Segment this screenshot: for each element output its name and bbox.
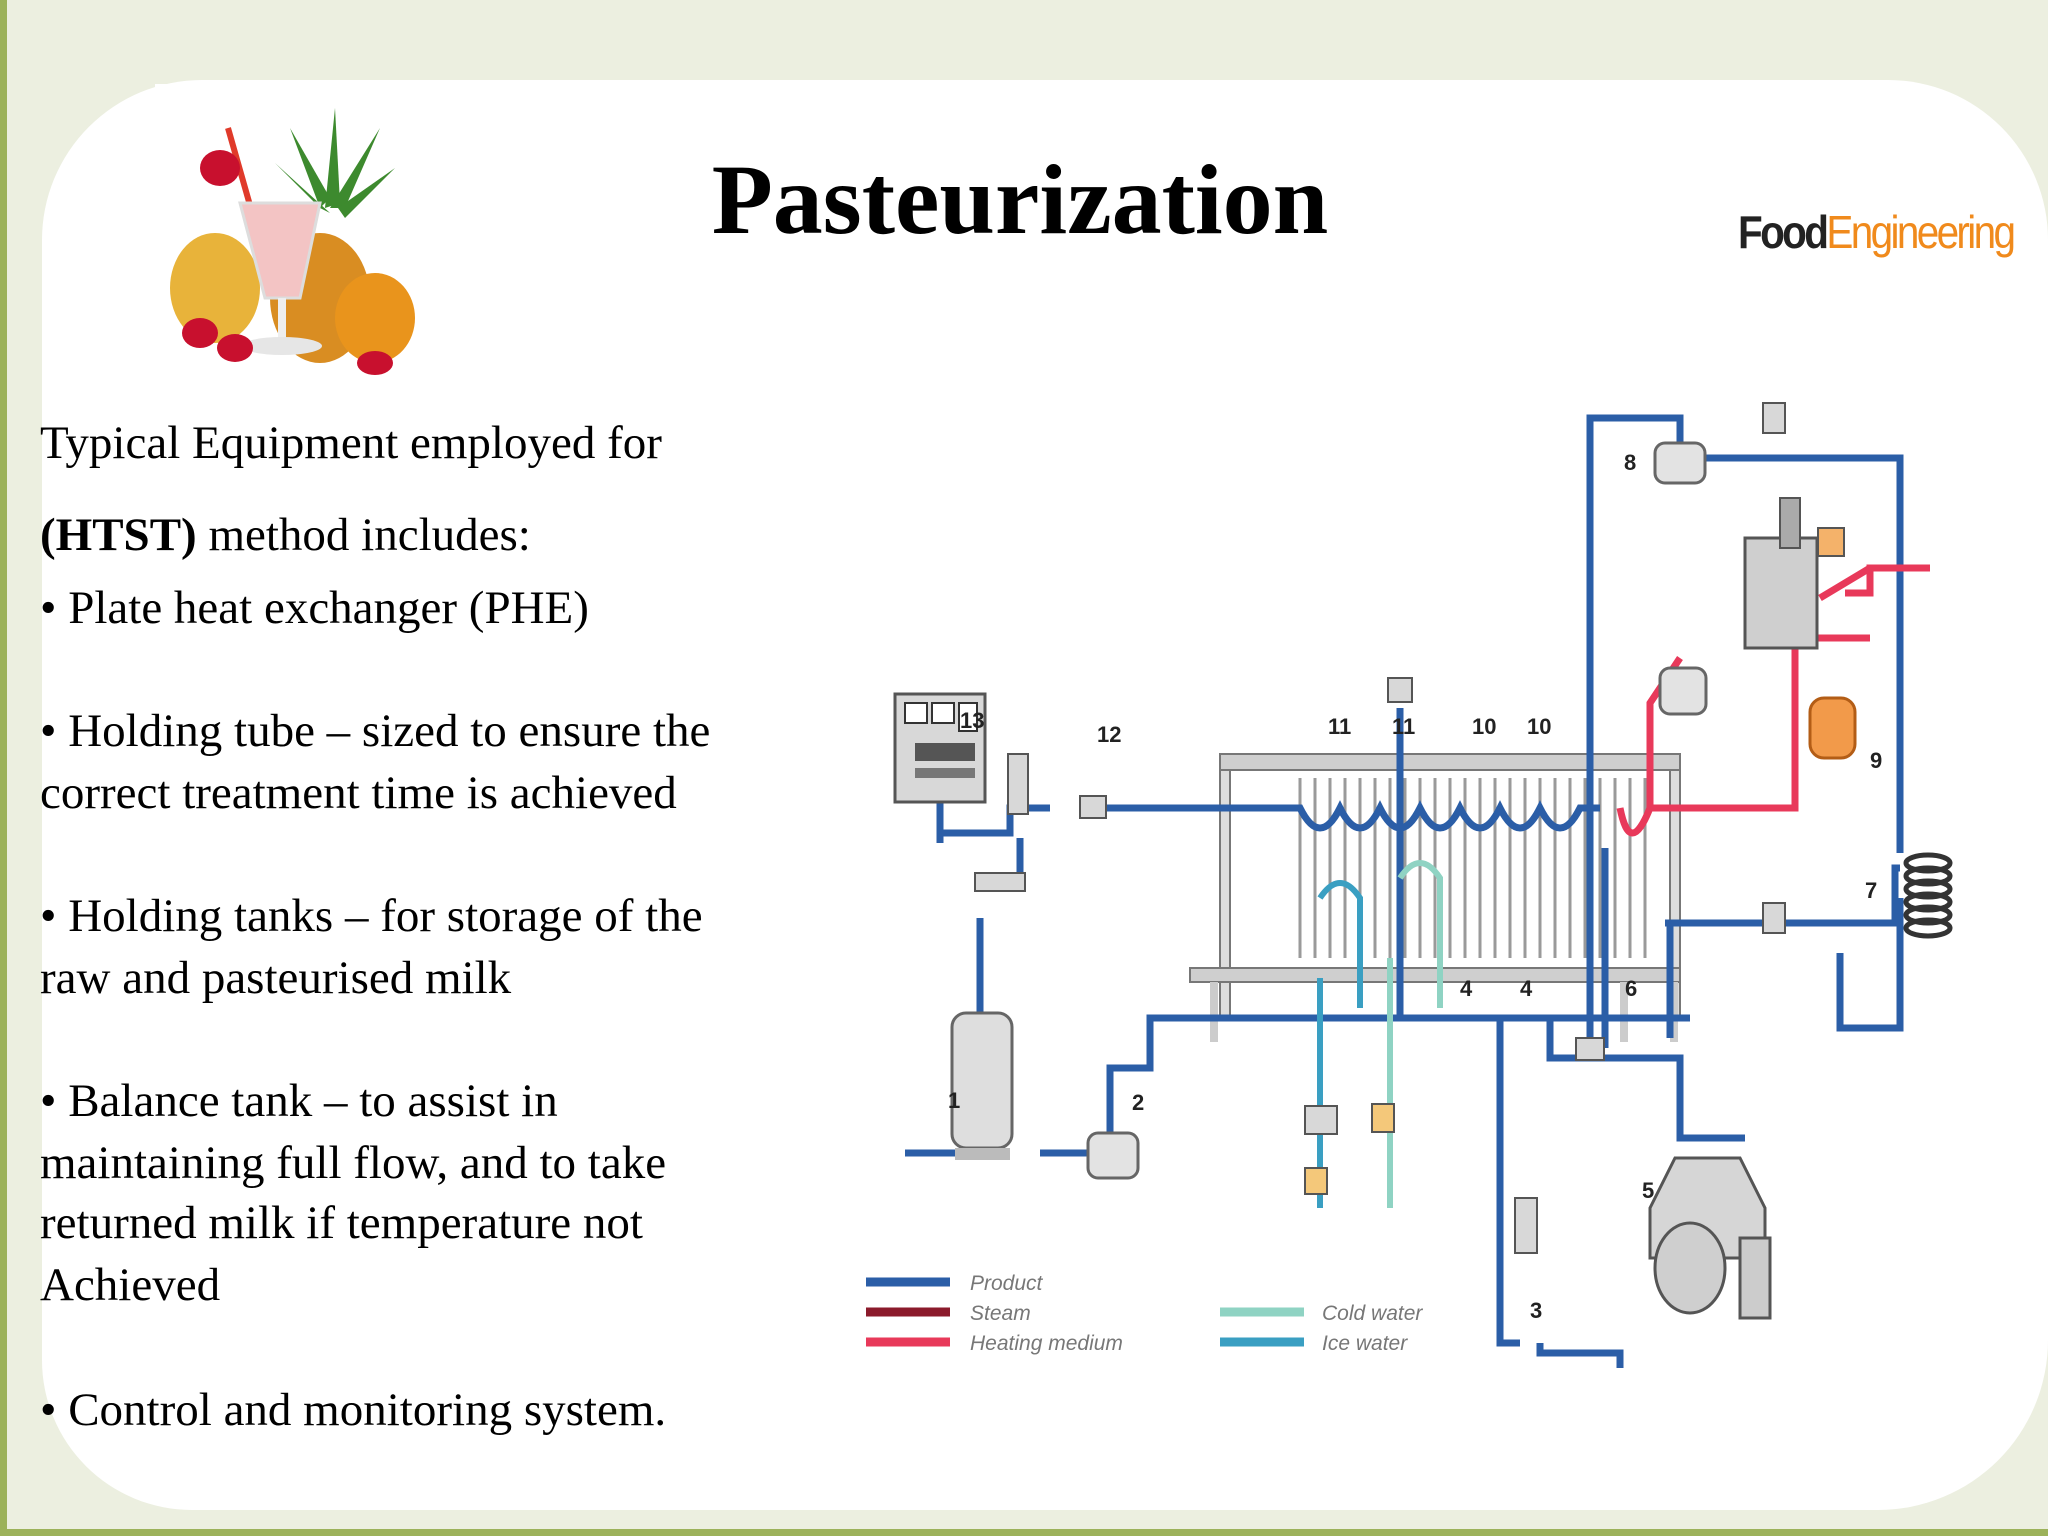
water-lines: [1317, 860, 1443, 1208]
separator-5: [1648, 1156, 1772, 1320]
control-panel-13: [893, 692, 987, 804]
bullet-holding-tube: • Holding tube – sized to ensure the: [40, 705, 711, 757]
legend-ice-water: Ice water: [1322, 1332, 1408, 1355]
label-9: 9: [1870, 748, 1882, 773]
intro-line-2-rest: method includes:: [196, 509, 531, 561]
label-10b: 10: [1527, 714, 1551, 739]
label-10a: 10: [1472, 714, 1496, 739]
logo-text-engineering: Engineering: [1826, 206, 2016, 258]
fruit-smoothie-image: [170, 108, 415, 375]
bullet-phe: • Plate heat exchanger (PHE): [40, 582, 589, 634]
label-3: 3: [1530, 1298, 1542, 1323]
bullet-holding-tanks-cont: raw and pasteurised milk: [40, 952, 512, 1004]
bullet-balance-tank-cont-3: Achieved: [40, 1259, 221, 1311]
food-engineering-logo: FoodEngineering: [1738, 205, 2016, 259]
bullet-balance-tank-cont-2: returned milk if temperature not: [40, 1197, 643, 1249]
legend-steam: Steam: [970, 1302, 1031, 1325]
logo-text-food: Food: [1738, 206, 1829, 258]
pump-2: [1086, 1131, 1140, 1180]
label-8: 8: [1624, 450, 1636, 475]
label-5: 5: [1642, 1178, 1654, 1203]
bullet-holding-tanks: • Holding tanks – for storage of the: [40, 890, 703, 942]
htst-label: (HTST): [40, 509, 197, 561]
label-4b: 4: [1520, 976, 1533, 1001]
diagram-legend: Product Steam Heating medium Cold water …: [866, 1272, 1423, 1355]
plate-heat-exchanger: [1189, 753, 1681, 1042]
bullet-balance-tank-cont-1: maintaining full flow, and to take: [40, 1137, 667, 1189]
label-11b: 11: [1392, 714, 1415, 739]
intro-line-1: Typical Equipment employed for: [40, 417, 662, 469]
label-13: 13: [960, 708, 984, 733]
label-1: 1: [948, 1088, 960, 1113]
bullet-holding-tube-cont: correct treatment time is achieved: [40, 767, 677, 819]
holding-tube-7: [1903, 852, 1953, 939]
bullet-control-system: • Control and monitoring system.: [40, 1384, 667, 1436]
label-2: 2: [1132, 1090, 1144, 1115]
label-12: 12: [1097, 722, 1121, 747]
steam-heater-9: [1658, 497, 1857, 760]
intro-line-2: (HTST) method includes:: [40, 512, 531, 559]
slide-frame-left: [0, 0, 7, 1536]
valves: [974, 402, 1786, 1254]
legend-heating-medium: Heating medium: [970, 1332, 1123, 1355]
slide-title: Pasteurization: [711, 144, 1329, 255]
label-7: 7: [1865, 878, 1877, 903]
bullet-balance-tank: • Balance tank – to assist in: [40, 1075, 558, 1127]
balance-tank-1: [950, 1011, 1014, 1160]
pump-8: [1653, 441, 1707, 485]
heating-medium-lines: [1616, 564, 1930, 837]
label-6: 6: [1625, 976, 1637, 1001]
label-4a: 4: [1460, 976, 1473, 1001]
slide-frame-bottom: [0, 1529, 2048, 1536]
legend-cold-water: Cold water: [1322, 1302, 1423, 1325]
legend-product: Product: [970, 1272, 1044, 1295]
htst-process-diagram: 13 12 11 11 10 10 9 8 7 6 4 4 5 3 2 1 Pr…: [866, 402, 1953, 1368]
label-11a: 11: [1328, 714, 1351, 739]
